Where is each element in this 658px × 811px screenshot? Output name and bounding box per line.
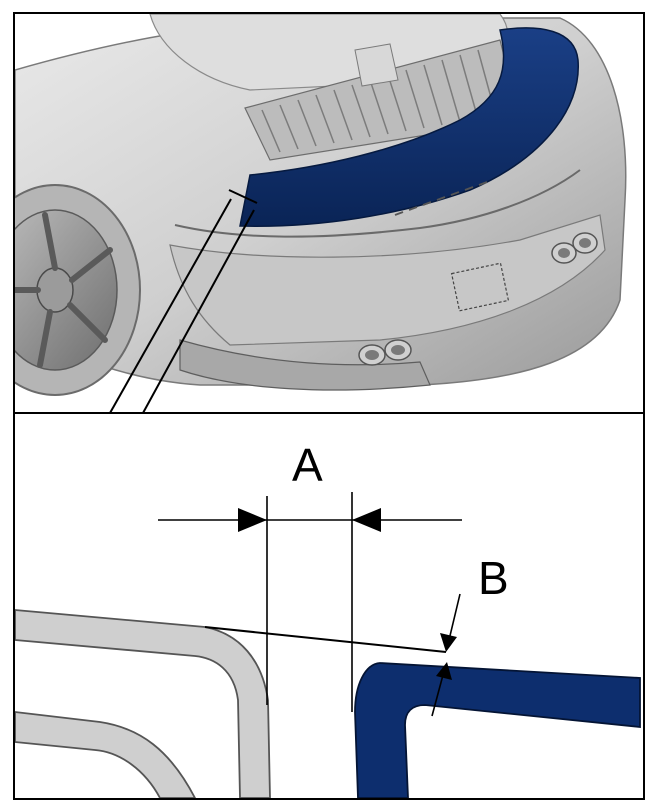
callout-leader	[109, 198, 255, 414]
adjacent-panel-outer	[15, 609, 271, 798]
highlighted-rear-panel	[239, 27, 579, 227]
exhaust-tips-right	[551, 232, 598, 264]
dimension-a-marker	[158, 508, 462, 532]
dimension-a-label: A	[292, 439, 323, 491]
exhaust-tips-left	[358, 339, 412, 366]
adjacent-panel-inner	[15, 711, 197, 798]
highlighted-part-profile	[354, 662, 641, 798]
license-plate	[450, 262, 510, 312]
callout-marker	[228, 189, 258, 204]
tail-light-edge	[174, 169, 581, 238]
detail-view: A B	[15, 439, 641, 798]
reference-line	[204, 626, 447, 653]
rear-wheel	[15, 184, 141, 396]
rear-bumper	[169, 214, 606, 346]
dimension-b-label: B	[478, 552, 509, 604]
rear-diffuser	[179, 339, 431, 391]
car-rear-illustration	[15, 14, 643, 412]
dimension-b-marker	[431, 593, 461, 717]
rear-lettering	[394, 181, 488, 216]
